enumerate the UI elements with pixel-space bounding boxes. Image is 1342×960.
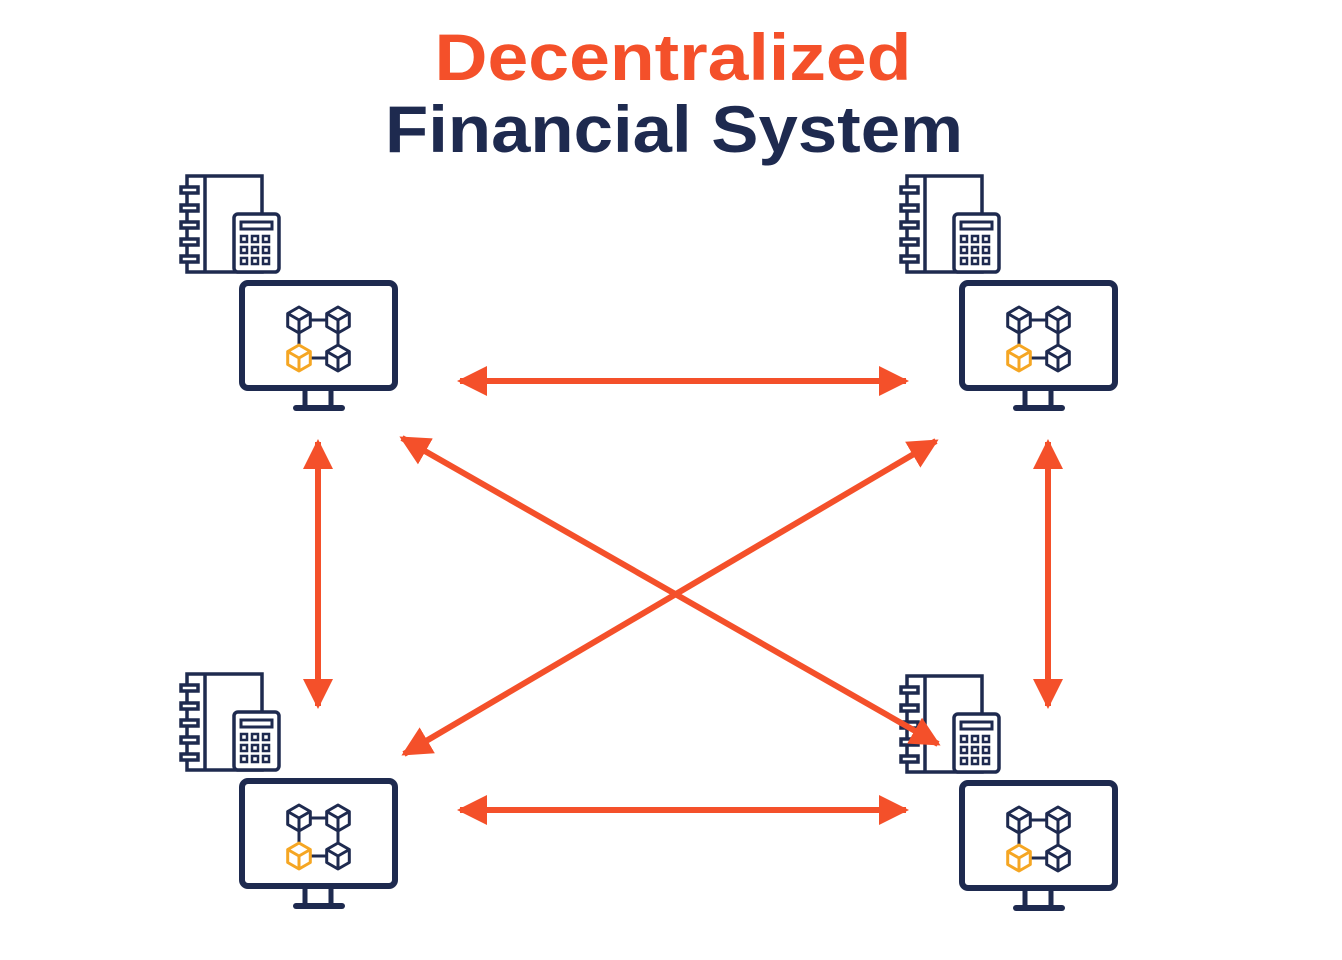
node-top-right	[901, 176, 1115, 408]
node-bottom-left	[181, 674, 395, 906]
title-line-2: Financial System	[385, 92, 963, 166]
title-line-1: Decentralized	[435, 20, 912, 94]
node-bottom-right	[901, 676, 1115, 908]
node-top-left	[181, 176, 395, 408]
arrow-diagonal-tr-bl	[401, 438, 939, 757]
